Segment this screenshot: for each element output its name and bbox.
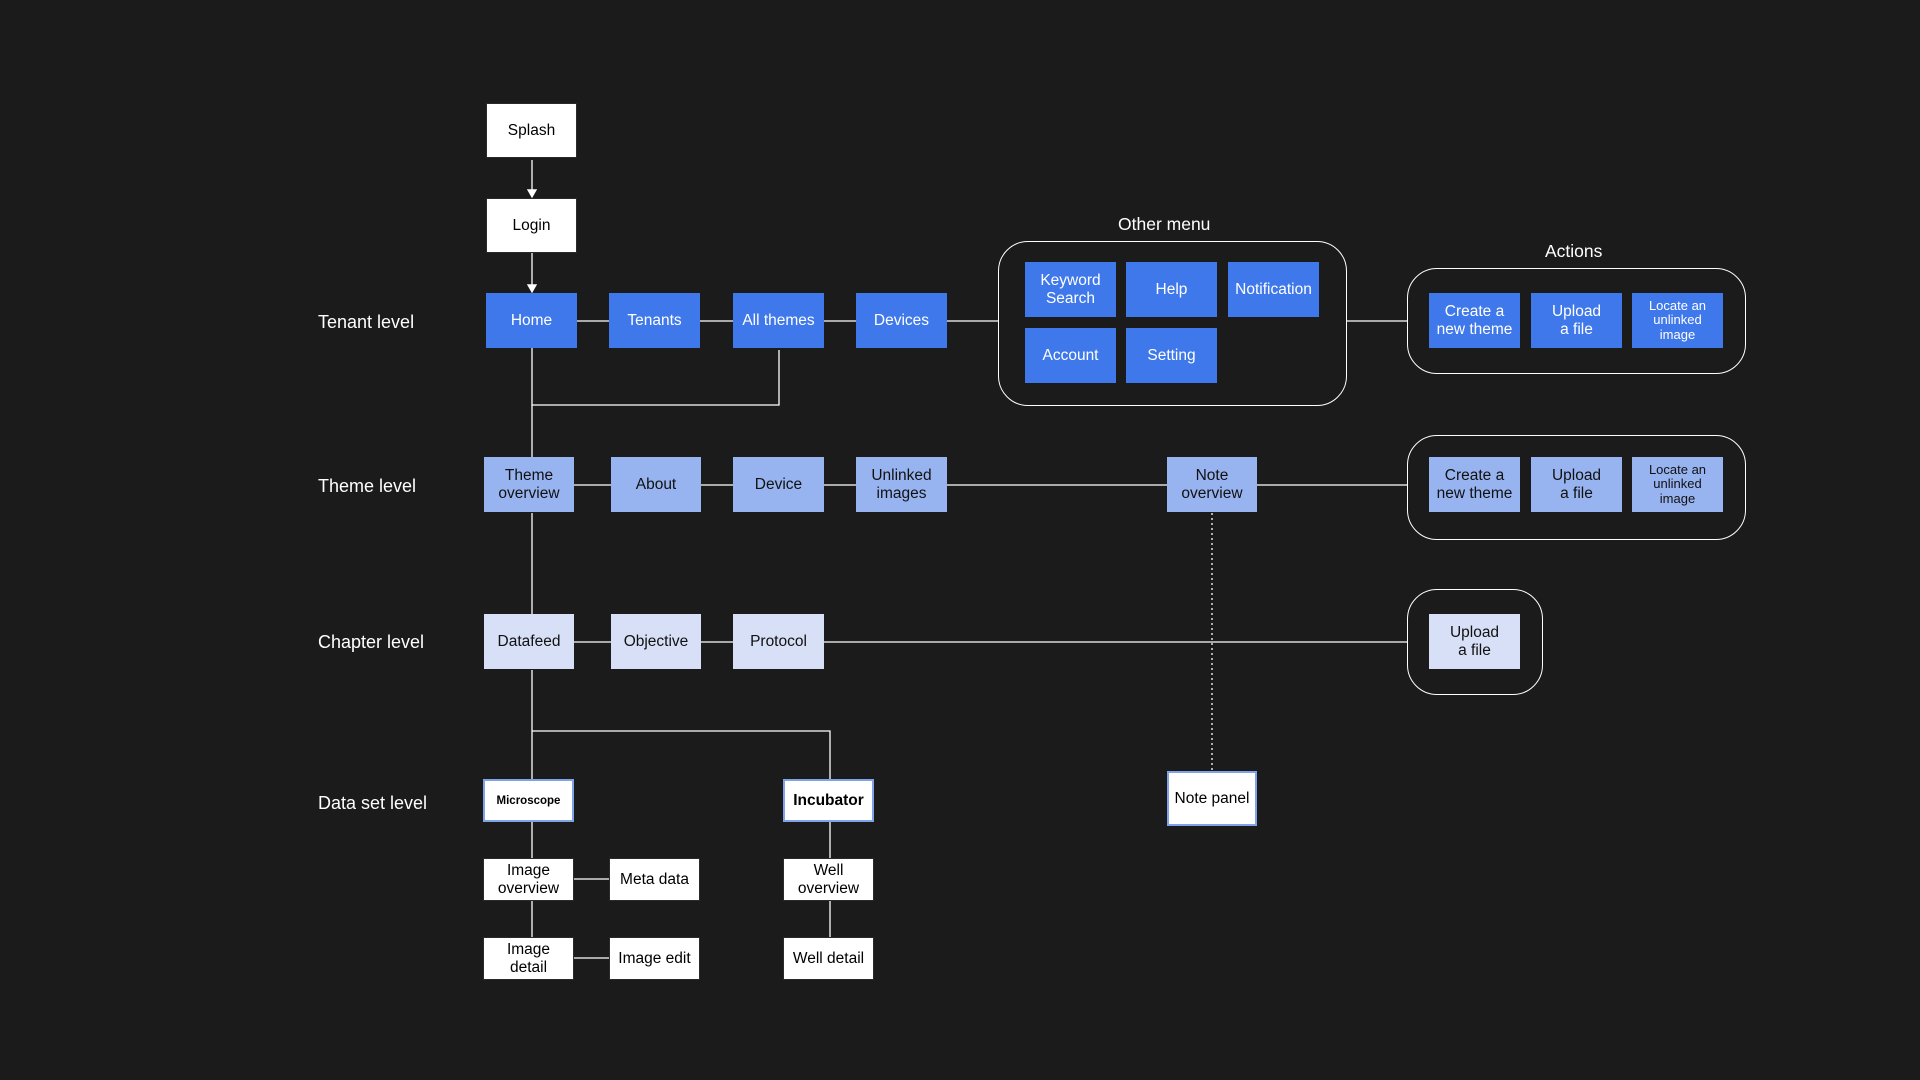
other-menu-group: [998, 241, 1347, 406]
protocol-node[interactable]: Protocol: [733, 614, 824, 669]
level-label-tenant: Tenant level: [318, 312, 415, 332]
tenants-node[interactable]: Tenants: [609, 293, 700, 348]
help-node[interactable]: Help: [1126, 262, 1217, 317]
notification-node[interactable]: Notification: [1228, 262, 1319, 317]
level-label-dataset: Data set level: [318, 793, 428, 813]
chapter-upload-file-node[interactable]: Upload a file: [1429, 614, 1520, 669]
theme-locate-image-node[interactable]: Locate an unlinked image: [1632, 457, 1723, 512]
unlinked-images-node[interactable]: Unlinked images: [856, 457, 947, 512]
chapter-actions-group: [1407, 589, 1543, 695]
meta-data-node[interactable]: Meta data: [609, 858, 700, 901]
note-overview-node[interactable]: Note overview: [1167, 457, 1257, 512]
actions-title: Actions: [1545, 241, 1603, 261]
note-panel-node[interactable]: Note panel: [1167, 771, 1257, 826]
theme-upload-file-node[interactable]: Upload a file: [1531, 457, 1622, 512]
devices-node[interactable]: Devices: [856, 293, 947, 348]
setting-node[interactable]: Setting: [1126, 328, 1217, 383]
well-overview-node[interactable]: Well overview: [783, 858, 874, 901]
splash-node[interactable]: Splash: [486, 103, 577, 158]
level-label-theme: Theme level: [318, 476, 417, 496]
theme-create-theme-node[interactable]: Create a new theme: [1429, 457, 1520, 512]
tenant-locate-image-node[interactable]: Locate an unlinked image: [1632, 293, 1723, 348]
all-themes-node[interactable]: All themes: [733, 293, 824, 348]
theme-actions-group: [1407, 435, 1746, 540]
tenant-actions-group: [1407, 268, 1746, 374]
incubator-node[interactable]: Incubator: [783, 779, 874, 822]
microscope-node[interactable]: Microscope: [483, 779, 574, 822]
other-menu-title: Other menu: [1118, 214, 1211, 234]
datafeed-node[interactable]: Datafeed: [484, 614, 574, 669]
home-node[interactable]: Home: [486, 293, 577, 348]
about-node[interactable]: About: [611, 457, 701, 512]
image-edit-node[interactable]: Image edit: [609, 937, 700, 980]
image-overview-node[interactable]: Image overview: [483, 858, 574, 901]
theme-overview-node[interactable]: Theme overview: [484, 457, 574, 512]
device-node[interactable]: Device: [733, 457, 824, 512]
image-detail-node[interactable]: Image detail: [483, 937, 574, 980]
tenant-upload-file-node[interactable]: Upload a file: [1531, 293, 1622, 348]
well-detail-node[interactable]: Well detail: [783, 937, 874, 980]
tenant-create-theme-node[interactable]: Create a new theme: [1429, 293, 1520, 348]
keyword-search-node[interactable]: Keyword Search: [1025, 262, 1116, 317]
login-node[interactable]: Login: [486, 198, 577, 253]
account-node[interactable]: Account: [1025, 328, 1116, 383]
level-label-chapter: Chapter level: [318, 632, 425, 652]
objective-node[interactable]: Objective: [611, 614, 701, 669]
